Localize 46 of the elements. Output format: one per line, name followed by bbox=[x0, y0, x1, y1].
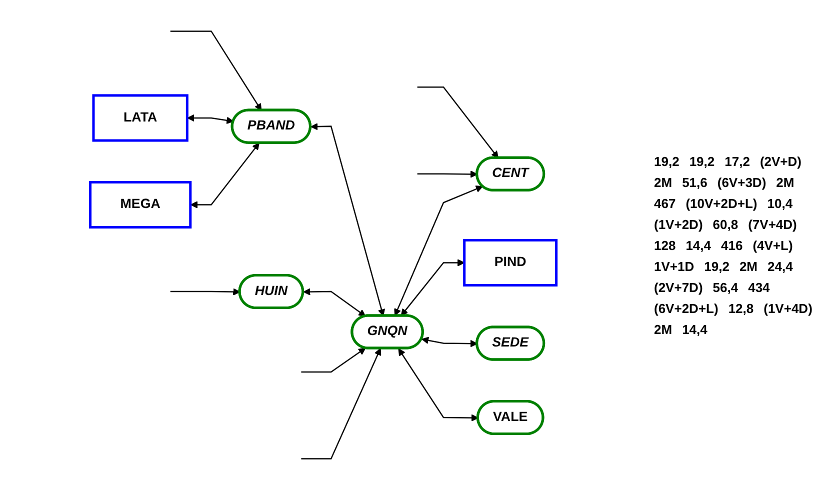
flow-annotation: 12,8 bbox=[727, 300, 755, 316]
arrow bbox=[187, 114, 234, 124]
flow-annotation: (1V+2D) bbox=[653, 216, 704, 232]
arrow bbox=[310, 122, 386, 316]
flow-annotation: 434 bbox=[747, 278, 771, 296]
arrow bbox=[190, 142, 260, 208]
arrow bbox=[301, 348, 366, 373]
arrow bbox=[394, 186, 484, 316]
flow-annotation: 128 bbox=[653, 236, 677, 254]
node-box: MEGA bbox=[89, 180, 192, 229]
flow-annotation: 2M bbox=[775, 174, 796, 190]
flow-annotation: (6V+2D+L) bbox=[653, 300, 720, 316]
flow-annotation: (2V+D) bbox=[758, 152, 802, 170]
flow-annotation: 1V+1D bbox=[653, 258, 696, 274]
flow-annotation: 2M bbox=[653, 320, 674, 338]
flow-annotation: 17,2 bbox=[724, 152, 751, 170]
flow-annotation: (2V+7D) bbox=[653, 278, 704, 296]
node-box: LATA bbox=[92, 94, 189, 142]
flow-annotation: (10V+2D+L) bbox=[684, 194, 758, 212]
flow-annotation: (7V+4D) bbox=[747, 216, 798, 232]
arrow bbox=[170, 288, 240, 296]
flow-annotation: 2M bbox=[653, 174, 674, 190]
flow-annotation: 60,8 bbox=[712, 216, 740, 232]
flow-annotation: 14,4 bbox=[681, 320, 708, 338]
node-box: PIND bbox=[463, 238, 558, 286]
flow-annotation: (4V+L) bbox=[752, 236, 794, 254]
flow-annotation: 467 bbox=[653, 194, 677, 212]
arrow bbox=[401, 259, 465, 316]
flow-annotation: 10,4 bbox=[766, 194, 794, 212]
flow-annotation: (1V+4D) bbox=[762, 300, 814, 316]
flow-annotation: 19,2 bbox=[688, 152, 716, 170]
arrow bbox=[301, 348, 382, 460]
flow-annotation: 14,4 bbox=[684, 236, 712, 254]
flow-annotation: 19,2 bbox=[703, 258, 730, 274]
flow-annotation: 51,6 bbox=[681, 174, 708, 190]
arrow bbox=[418, 86, 499, 158]
flow-annotation: 416 bbox=[720, 236, 744, 254]
flow-annotation: 56,4 bbox=[712, 278, 740, 296]
arrow bbox=[303, 288, 366, 317]
arrow bbox=[418, 170, 478, 178]
flow-annotation: 19,2 bbox=[653, 152, 680, 170]
flow-annotation: (6V+3D) bbox=[716, 174, 768, 190]
flow-annotation: 24,4 bbox=[766, 258, 794, 274]
arrow bbox=[422, 336, 478, 348]
flow-annotation: 2M bbox=[738, 258, 758, 274]
arrow bbox=[170, 30, 262, 111]
